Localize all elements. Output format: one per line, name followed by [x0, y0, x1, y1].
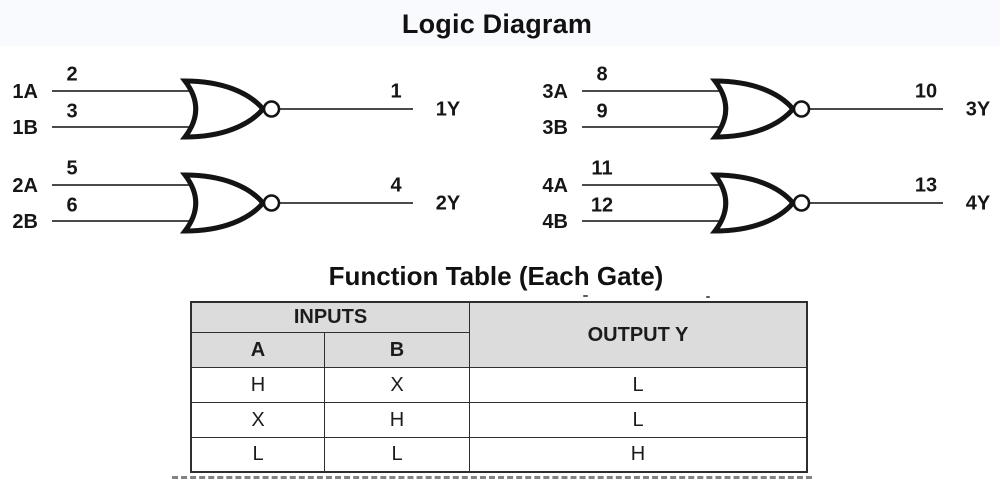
column-b-header-cell: B — [325, 333, 470, 368]
table-cell-r3-b: L — [325, 438, 470, 471]
or-shape — [709, 78, 797, 140]
table-cell-r3-a: L — [192, 438, 325, 471]
table-cell-r2-y: L — [470, 403, 806, 438]
input-a-label: 1A — [12, 81, 38, 103]
input-b-pin-number: 6 — [66, 194, 78, 217]
input-a-label: 3A — [542, 81, 568, 103]
table-cell-r1-a: H — [192, 368, 325, 403]
input-a-pin-number: 8 — [596, 63, 608, 86]
input-a-label: 2A — [12, 175, 38, 197]
input-b-label: 1B — [12, 117, 38, 139]
table-cell-r3-y: H — [470, 438, 806, 471]
output-pin-number: 13 — [914, 174, 938, 197]
nor-gate-4: 4A 11 4B 12 13 4Y — [530, 158, 990, 248]
inversion-bubble — [792, 194, 811, 212]
output-pin-number: 10 — [914, 80, 938, 103]
scan-artifact-dot — [706, 296, 710, 298]
output-label: 3Y — [965, 98, 991, 121]
table-cell-r2-a: X — [192, 403, 325, 438]
function-table-title: Function Table (Each Gate) — [328, 261, 664, 291]
column-a-header-cell: A — [192, 333, 325, 368]
nor-gate-symbol-icon — [582, 172, 943, 234]
table-cell-r2-b: H — [325, 403, 470, 438]
or-shape — [179, 172, 267, 234]
nor-gate-2: 2A 5 2B 6 4 2Y — [0, 158, 460, 248]
function-table: INPUTS OUTPUT Y A B H X L X H L L L H — [190, 301, 808, 473]
header-strip — [0, 0, 1000, 46]
input-a-pin-number: 11 — [591, 157, 613, 180]
scan-artifact-dashed-line — [172, 476, 812, 479]
output-pin-number: 4 — [390, 174, 402, 197]
input-a-pin-number: 5 — [66, 157, 78, 180]
output-label: 4Y — [965, 192, 991, 215]
input-b-label: 3B — [542, 117, 568, 139]
inversion-bubble — [792, 100, 811, 118]
nor-gate-1: 1A 2 1B 3 1 1Y — [0, 64, 460, 154]
table-cell-r1-b: X — [325, 368, 470, 403]
input-a-pin-number: 2 — [66, 63, 78, 86]
nor-gate-symbol-icon — [582, 78, 943, 140]
output-label: 2Y — [435, 192, 461, 215]
input-b-pin-number: 3 — [66, 100, 78, 123]
input-b-pin-number: 12 — [590, 194, 614, 217]
page-title: Logic Diagram — [401, 9, 593, 39]
inversion-bubble — [262, 194, 281, 212]
scan-artifact-dot — [583, 295, 588, 297]
output-label: 1Y — [435, 98, 461, 121]
input-b-pin-number: 9 — [596, 100, 608, 123]
nor-gate-3: 3A 8 3B 9 10 3Y — [530, 64, 990, 154]
input-a-label: 4A — [542, 175, 568, 197]
inversion-bubble — [262, 100, 281, 118]
or-shape — [709, 172, 797, 234]
nor-gate-symbol-icon — [52, 78, 413, 140]
output-pin-number: 1 — [390, 80, 402, 103]
nor-gate-symbol-icon — [52, 172, 413, 234]
table-cell-r1-y: L — [470, 368, 806, 403]
output-header-cell: OUTPUT Y — [470, 303, 806, 368]
or-shape — [179, 78, 267, 140]
input-b-label: 2B — [12, 211, 38, 233]
inputs-header-cell: INPUTS — [192, 303, 470, 333]
input-b-label: 4B — [542, 211, 568, 233]
